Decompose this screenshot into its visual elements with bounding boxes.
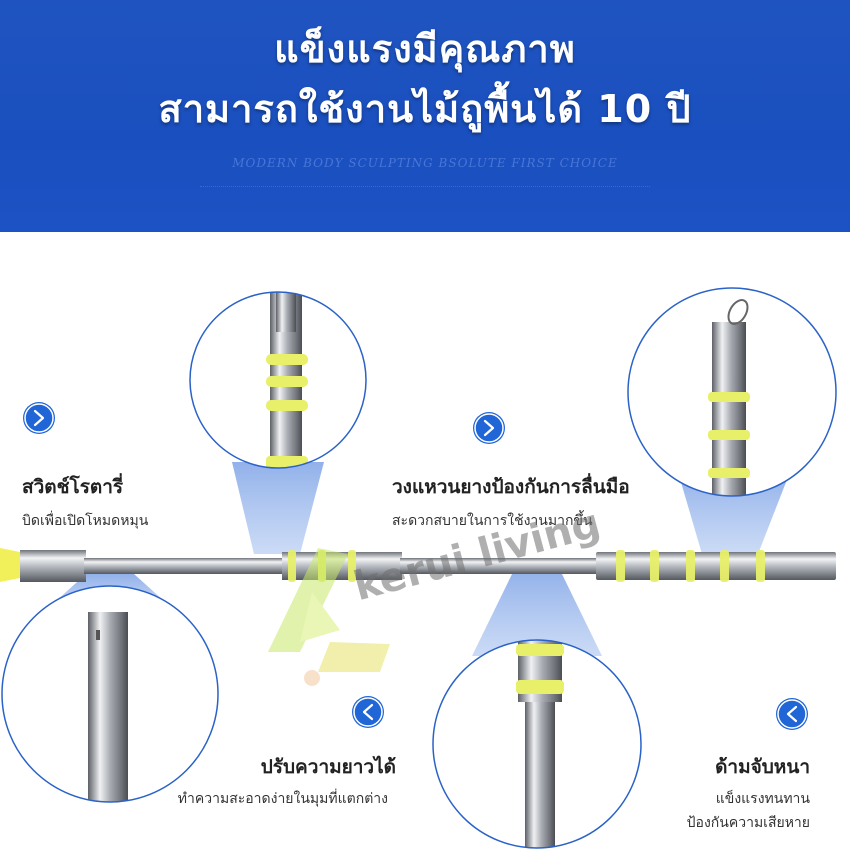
main-handle (0, 548, 836, 582)
connector-cone-bottom-right (472, 570, 602, 656)
detail-circle-border-4 (432, 639, 642, 849)
headline-line1: แข็งแรงมีคุณภาพ (274, 27, 576, 71)
headline-line2: สามารถใช้งานไม้ถูพื้นได้ 10 ปี (158, 87, 692, 131)
mop-handle-illustration (0, 287, 837, 849)
detail-circle-adjustable (433, 640, 641, 848)
feature-title-anti-slip-ring: วงแหวนยางป้องกันการลื่นมือ (392, 476, 630, 498)
detail-circle-switch (2, 586, 218, 802)
feature-desc-thick-handle-1: แข็งแรงทนทาน (715, 791, 810, 807)
feature-desc-anti-slip-ring: สะดวกสบายในการใช้งานมากขึ้น (392, 513, 593, 529)
connector-cone-top-left (232, 462, 324, 554)
feature-desc-rotary-switch: บิดเพื่อเปิดโหมดหมุน (22, 513, 149, 529)
header-divider (200, 186, 650, 191)
chevron-right-circle-icon (473, 412, 505, 444)
detail-circle-thick-handle (628, 288, 836, 496)
feature-title-adjustable-length: ปรับความยาวได้ (260, 756, 396, 778)
product-illustration: สวิตช์โรตารี่ บิดเพื่อเปิดโหมดหมุน วงแหว… (0, 232, 850, 850)
chevron-left-circle-icon (352, 696, 384, 728)
detail-circle-rings (190, 292, 366, 468)
feature-desc-adjustable-length: ทำความสะอาดง่ายในมุมที่แตกต่าง (177, 791, 388, 807)
feature-desc-thick-handle-2: ป้องกันความเสียหาย (686, 815, 810, 831)
feature-title-rotary-switch: สวิตช์โรตารี่ (22, 476, 124, 498)
detail-circle-border-3 (1, 585, 219, 803)
watermark-logo (268, 548, 390, 686)
chevron-left-circle-icon (776, 698, 808, 730)
detail-circle-border-2 (627, 287, 837, 497)
chevron-right-circle-icon (23, 402, 55, 434)
header-subtitle: MODERN BODY SCULPTING BSOLUTE FIRST CHOI… (232, 156, 618, 170)
header-banner: แข็งแรงมีคุณภาพ สามารถใช้งานไม้ถูพื้นได้… (0, 0, 850, 232)
feature-title-thick-handle: ด้ามจับหนา (715, 756, 810, 778)
detail-circle-border-1 (189, 291, 367, 469)
